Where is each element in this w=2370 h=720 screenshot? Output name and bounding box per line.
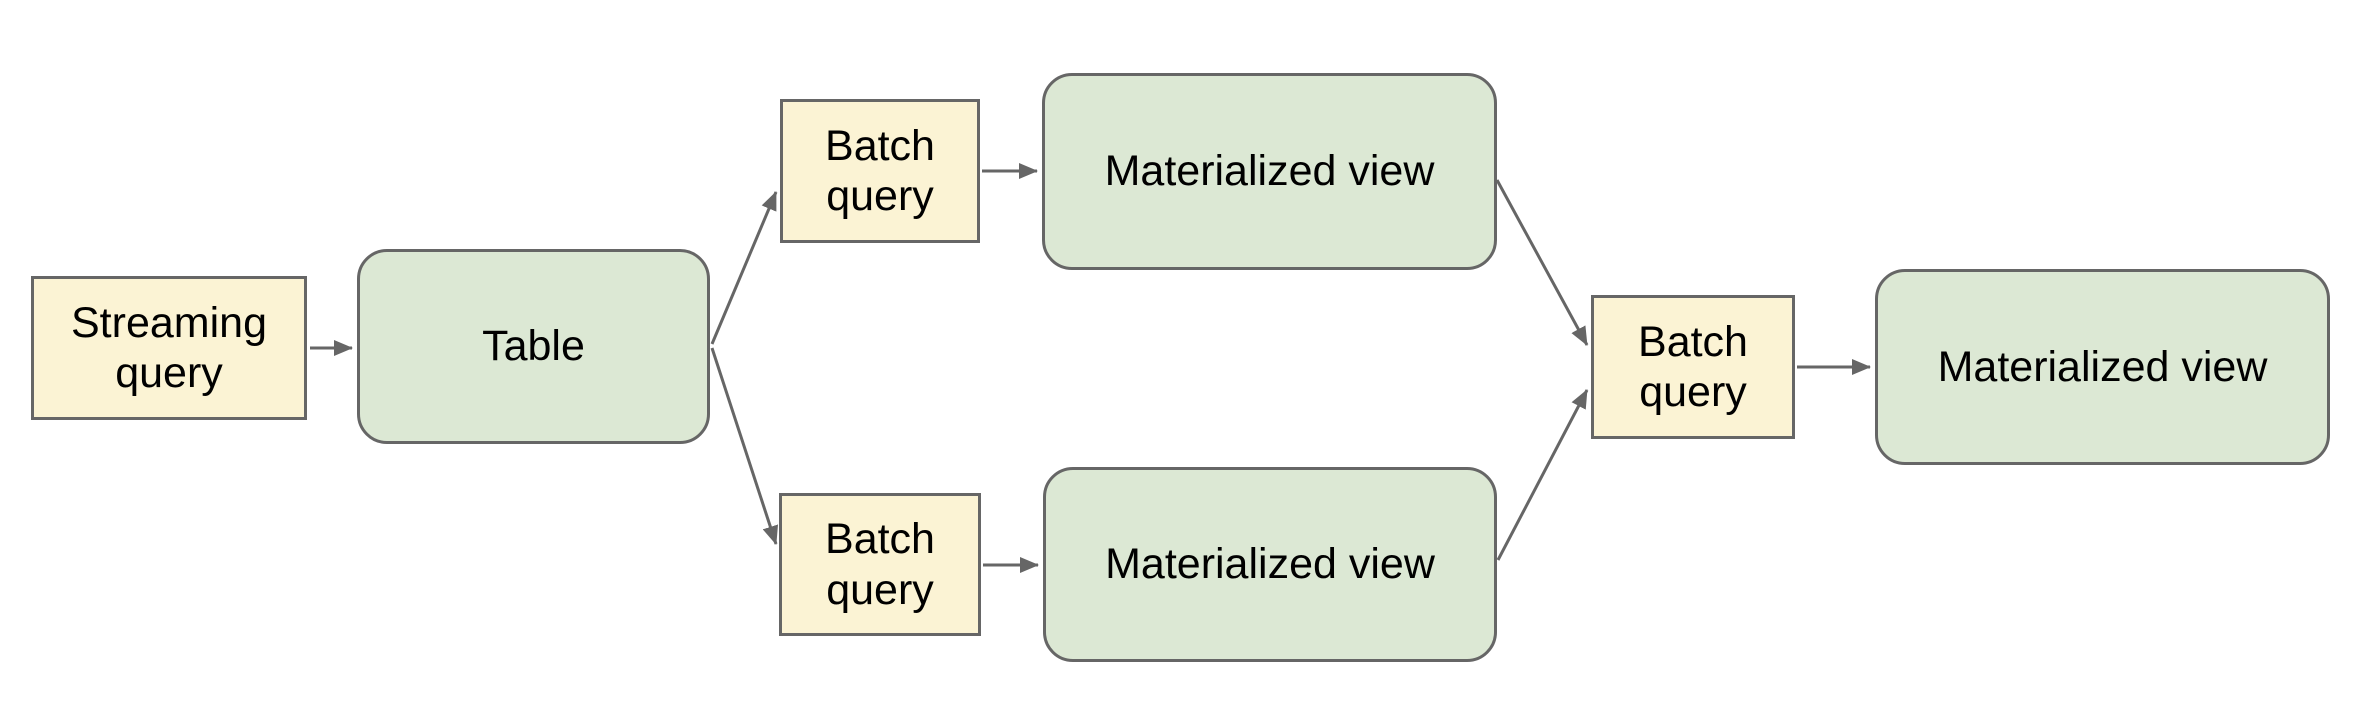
node-table-label: Table <box>482 322 585 371</box>
node-materialized-view-final: Materialized view <box>1875 269 2330 465</box>
node-materialized-view-bottom: Materialized view <box>1043 467 1497 662</box>
node-batch-query-bottom-label: Batch query <box>825 515 935 614</box>
edge-table-to-batch-query-bottom <box>710 347 779 545</box>
node-materialized-view-top: Materialized view <box>1042 73 1497 270</box>
node-batch-query-final: Batch query <box>1591 295 1795 439</box>
edge-table-to-batch-query-top <box>710 191 778 345</box>
node-streaming-query: Streaming query <box>31 276 307 420</box>
node-table: Table <box>357 249 710 444</box>
node-batch-query-top-label: Batch query <box>825 121 935 220</box>
node-materialized-view-final-label: Materialized view <box>1937 342 2268 391</box>
edge-mv-bottom-to-batch-query-final <box>1496 389 1589 561</box>
node-batch-query-bottom: Batch query <box>779 493 981 636</box>
edge-mv-top-to-batch-query-final <box>1495 179 1589 346</box>
node-materialized-view-bottom-label: Materialized view <box>1105 540 1435 589</box>
node-materialized-view-top-label: Materialized view <box>1104 147 1435 196</box>
node-batch-query-final-label: Batch query <box>1638 317 1748 416</box>
node-batch-query-top: Batch query <box>780 99 980 243</box>
node-streaming-query-label: Streaming query <box>71 298 267 397</box>
